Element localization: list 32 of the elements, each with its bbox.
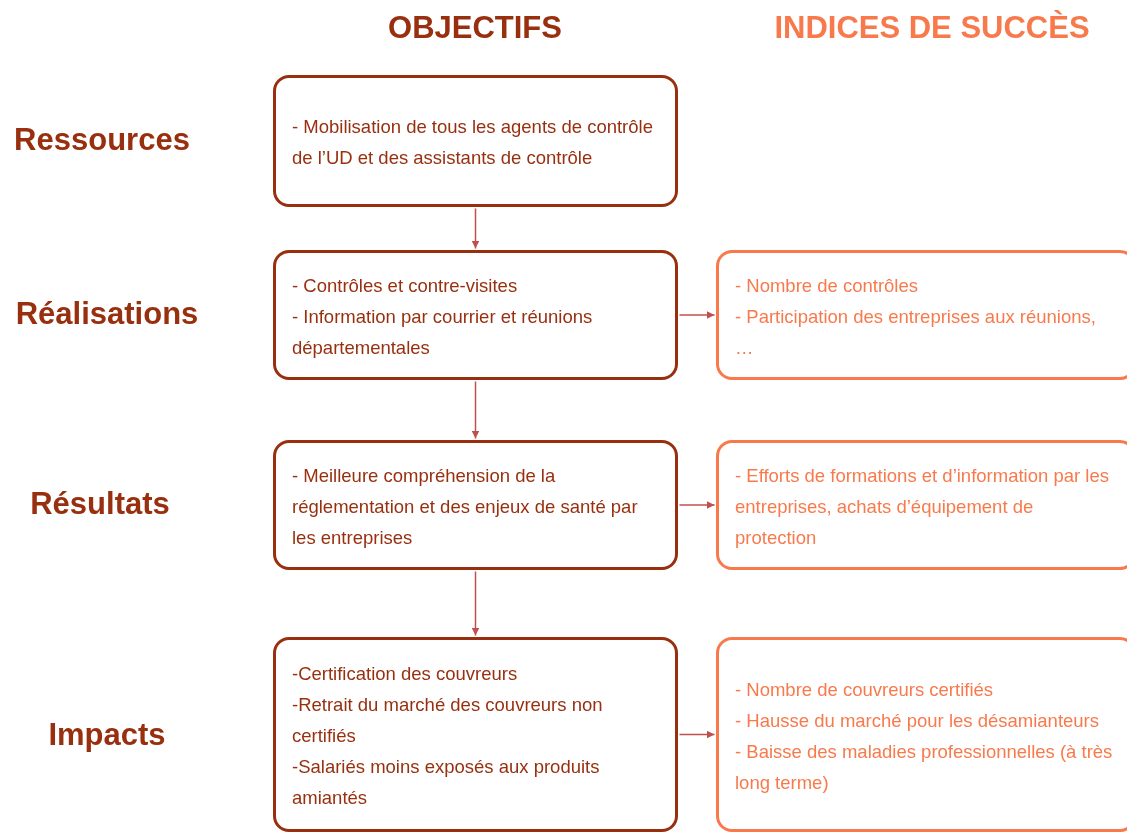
text-box xyxy=(273,75,678,207)
arrow xyxy=(678,730,716,739)
row-heading: Ressources xyxy=(14,122,190,158)
bullet-text: - Baisse des maladies professionnelles (à très long terme) xyxy=(735,739,1114,795)
column-heading: OBJECTIFS xyxy=(388,10,562,46)
arrow xyxy=(471,207,480,250)
bullet-text: - Nombre de couvreurs certifiés xyxy=(735,677,995,702)
arrow xyxy=(678,311,716,319)
row-heading: Résultats xyxy=(30,486,170,522)
bullet-text: - Nombre de contrôles xyxy=(735,273,920,298)
bullet-text: -Certification des couvreurs xyxy=(292,662,519,686)
text-box xyxy=(716,440,1127,570)
bullet-text: - Hausse du marché pour les désamianteurs xyxy=(735,708,1100,733)
text-box xyxy=(273,250,678,380)
column-heading: INDICES DE SUCCÈS xyxy=(774,10,1090,46)
arrow xyxy=(471,570,480,637)
text-box xyxy=(273,637,678,832)
text-box xyxy=(716,637,1127,832)
bullet-text: - Participation des entreprises aux réunions, … xyxy=(735,304,1097,360)
bullet-text: - Mobilisation de tous les agents de contrôle de l’UD et des assistants de contrôle xyxy=(292,115,654,170)
bullet-text: - Information par courrier et réunions départementales xyxy=(292,304,594,360)
bullet-text: -Salariés moins exposés aux produits amiantés xyxy=(292,755,601,810)
arrow xyxy=(471,380,480,440)
text-box xyxy=(716,250,1127,380)
arrow xyxy=(678,501,716,509)
bullet-text: - Efforts de formations et d’information par les entreprises, achats d’équipement de protection xyxy=(735,463,1110,550)
bullet-text: -Retrait du marché des couvreurs non certifiés xyxy=(292,693,604,748)
row-heading: Réalisations xyxy=(15,296,199,332)
text-box xyxy=(273,440,678,570)
row-heading: Impacts xyxy=(48,717,166,753)
bullet-text: - Contrôles et contre-visites xyxy=(292,273,519,298)
bullet-text: - Meilleure compréhension de la réglementation et des enjeux de santé par les entreprises xyxy=(292,463,639,550)
